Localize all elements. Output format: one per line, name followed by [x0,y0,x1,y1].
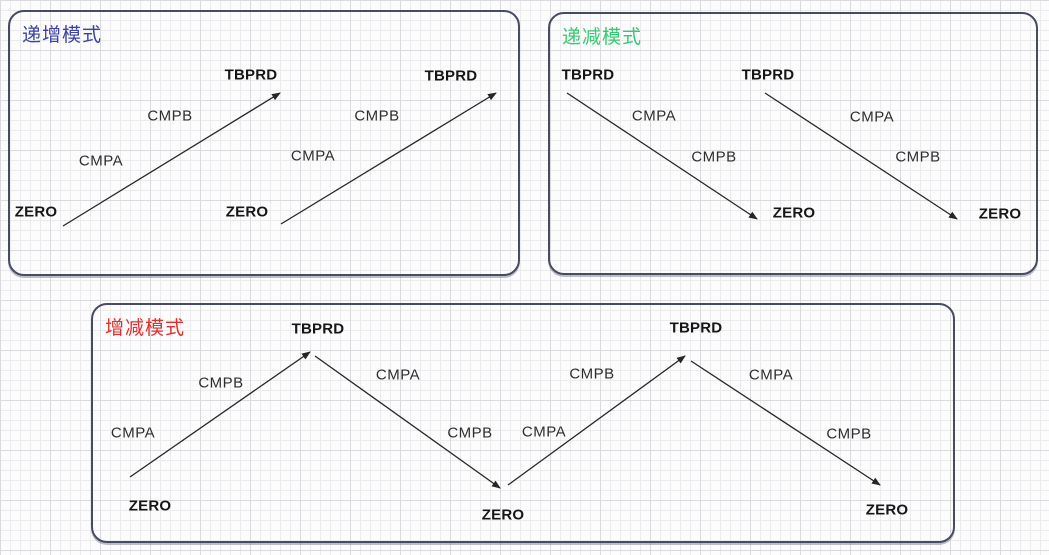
label-zero-up-down-mode: ZERO [128,497,172,515]
panel-count-up-mode: 递增模式 [8,10,520,276]
label-zero-up-down-mode: ZERO [865,501,909,519]
label-cmpb-count-down-mode: CMPB [895,148,941,166]
label-zero-count-down-mode: ZERO [978,205,1022,223]
label-zero-up-down-mode: ZERO [481,506,525,524]
label-cmpa-count-up-mode: CMPA [78,152,124,170]
panel-count-down-mode: 递减模式 [548,12,1038,275]
label-cmpb-up-down-mode: CMPB [198,374,244,392]
label-zero-count-up-mode: ZERO [14,203,58,221]
label-cmpb-up-down-mode: CMPB [826,425,872,443]
label-tbprd-up-down-mode: TBPRD [669,319,723,337]
label-cmpb-count-down-mode: CMPB [691,148,737,166]
label-cmpb-up-down-mode: CMPB [569,365,615,383]
label-tbprd-up-down-mode: TBPRD [291,320,345,338]
label-tbprd-count-down-mode: TBPRD [741,66,795,84]
label-tbprd-count-up-mode: TBPRD [224,66,278,84]
label-cmpa-up-down-mode: CMPA [375,366,421,384]
panel-title-count-down-mode: 递减模式 [562,27,643,48]
label-cmpb-count-up-mode: CMPB [147,107,193,125]
label-cmpa-up-down-mode: CMPA [110,424,156,442]
label-zero-count-up-mode: ZERO [225,203,269,221]
label-cmpa-count-down-mode: CMPA [631,107,677,125]
label-cmpb-count-up-mode: CMPB [354,107,400,125]
label-tbprd-count-down-mode: TBPRD [561,66,615,84]
label-cmpa-count-down-mode: CMPA [849,108,895,126]
panel-up-down-mode: 增减模式 [91,303,955,543]
label-cmpa-up-down-mode: CMPA [748,366,794,384]
label-zero-count-down-mode: ZERO [772,204,816,222]
label-cmpa-count-up-mode: CMPA [290,147,336,165]
panel-title-up-down-mode: 增减模式 [105,318,186,339]
label-tbprd-count-up-mode: TBPRD [424,67,478,85]
label-cmpb-up-down-mode: CMPB [447,424,493,442]
panel-title-count-up-mode: 递增模式 [22,25,103,46]
label-cmpa-up-down-mode: CMPA [521,423,567,441]
